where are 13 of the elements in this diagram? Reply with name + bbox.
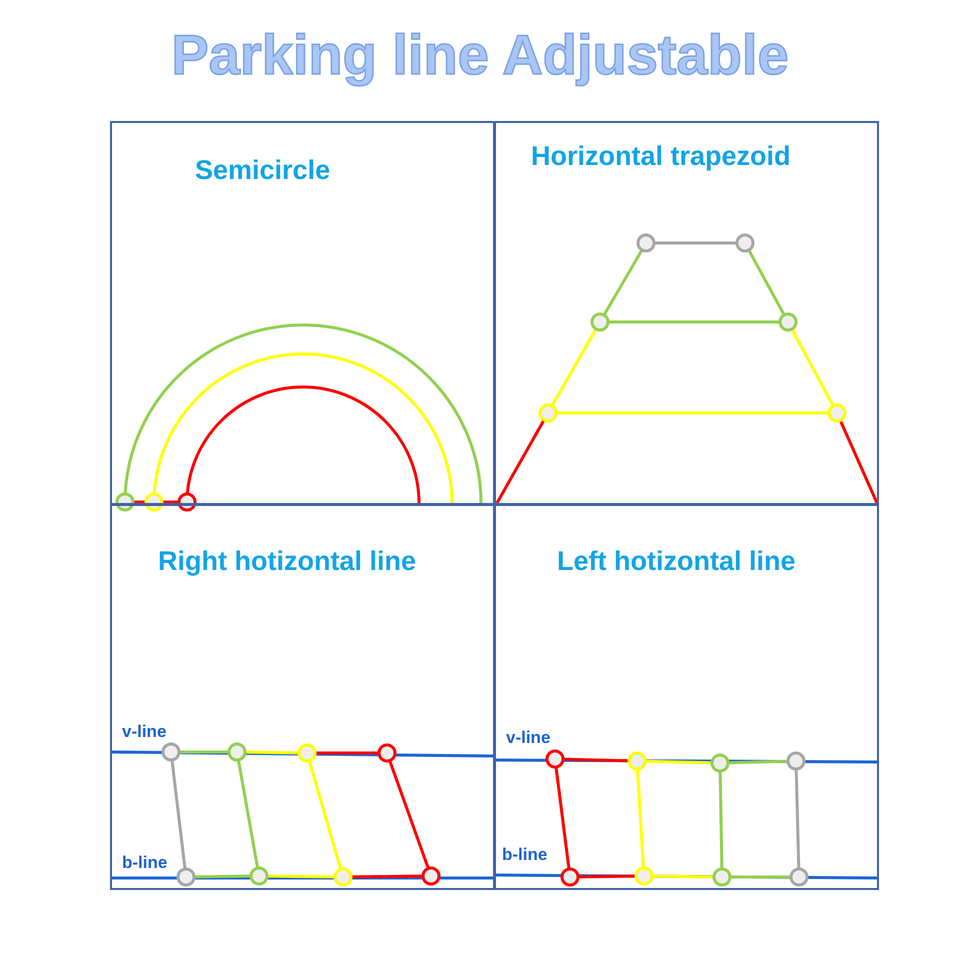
panel (494, 121, 879, 505)
panel (110, 504, 495, 890)
panel-heading: Right hotizontal line (158, 546, 416, 577)
panel (110, 121, 495, 505)
diagram-title: Parking line Adjustable (171, 22, 789, 87)
panel-heading: Horizontal trapezoid (531, 141, 791, 172)
line-label: v-line (122, 722, 166, 742)
panel-heading: Semicircle (195, 155, 330, 186)
panel (494, 504, 879, 890)
line-label: b-line (502, 845, 548, 865)
line-label: v-line (506, 728, 550, 748)
panel-heading: Left hotizontal line (557, 546, 796, 577)
line-label: b-line (122, 853, 168, 873)
